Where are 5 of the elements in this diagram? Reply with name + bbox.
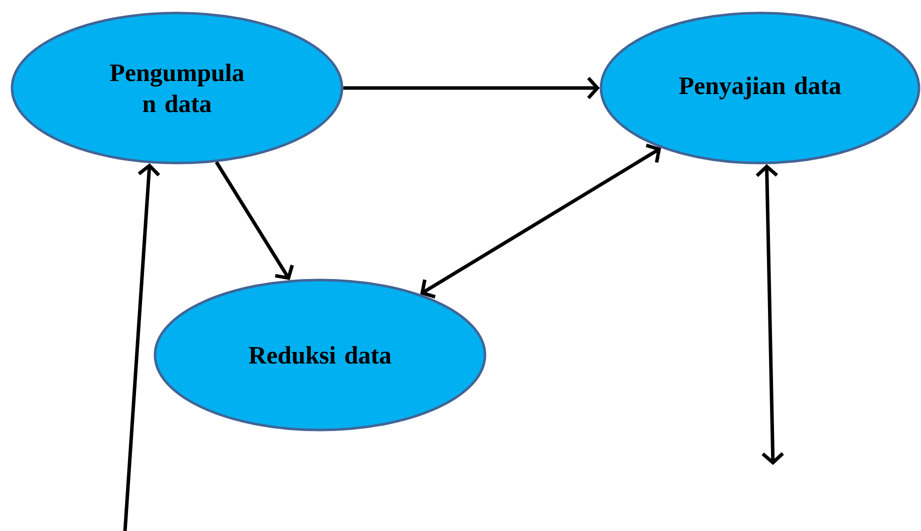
arrow xyxy=(214,161,294,280)
arrow xyxy=(420,144,662,298)
arrow xyxy=(343,76,600,100)
arrow xyxy=(756,164,784,465)
arrow xyxy=(123,163,160,531)
